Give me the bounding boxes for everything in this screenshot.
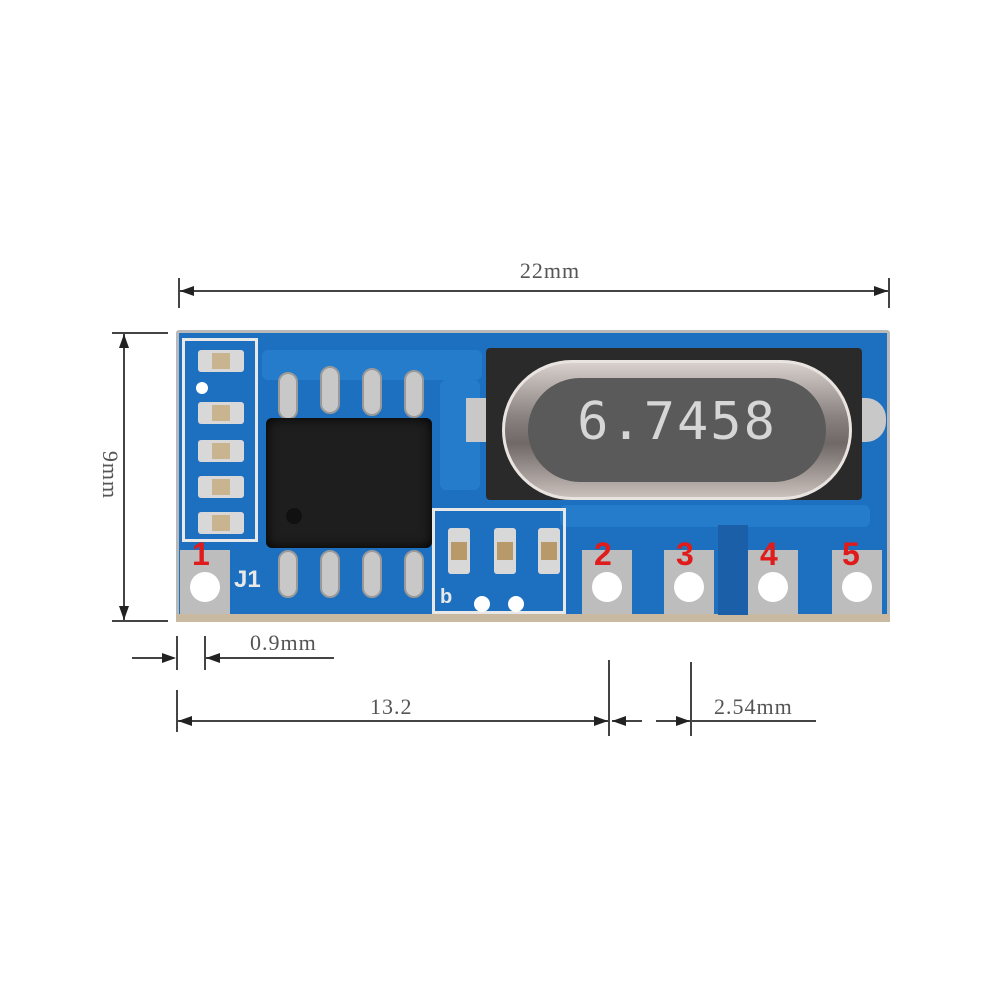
chip-pin xyxy=(362,368,382,416)
pin-hole xyxy=(190,572,220,602)
chip-pin xyxy=(320,366,340,414)
pin-pad-3 xyxy=(664,550,714,614)
pin-pad-1 xyxy=(180,550,230,614)
arrow-right-icon xyxy=(162,653,176,663)
span-label: 13.2 xyxy=(370,694,413,719)
offset-ext-right xyxy=(204,636,206,670)
via xyxy=(196,382,208,394)
smd-resistor xyxy=(198,402,244,424)
smd-resistor xyxy=(198,476,244,498)
silkscreen-b: b xyxy=(440,586,453,608)
pin-hole xyxy=(592,572,622,602)
arrow-right-icon xyxy=(676,716,690,726)
chip-pin xyxy=(404,370,424,418)
width-ext-right xyxy=(888,278,890,308)
silkscreen-outline xyxy=(182,338,258,542)
pin-hole xyxy=(674,572,704,602)
height-ext-top xyxy=(112,332,168,334)
ic-chip xyxy=(266,418,432,548)
span-dim-line xyxy=(178,720,608,722)
arrow-left-icon xyxy=(180,286,194,296)
offset-line-left xyxy=(132,657,174,659)
crystal-top xyxy=(528,378,826,482)
width-ext-left xyxy=(178,278,180,308)
pin-label-2: 2 xyxy=(594,536,612,572)
connector-label: J1 xyxy=(234,566,261,593)
pitch-line-right xyxy=(692,720,816,722)
pin-pad-5 xyxy=(832,550,882,614)
chip-pin1-marker xyxy=(286,508,302,524)
pitch-line-mid xyxy=(656,720,690,722)
pin-label-4: 4 xyxy=(760,536,778,572)
arrow-up-icon xyxy=(119,334,129,348)
width-dim-line xyxy=(180,290,888,292)
via xyxy=(508,596,524,612)
pcb-bottom-edge xyxy=(176,614,890,622)
height-label: 9mm xyxy=(98,450,123,500)
chip-pin xyxy=(320,550,340,598)
pin-label-3: 3 xyxy=(676,536,694,572)
pin-hole xyxy=(842,572,872,602)
pin-pad-2 xyxy=(582,550,632,614)
smd-capacitor xyxy=(538,528,560,574)
arrow-right-icon xyxy=(594,716,608,726)
crystal-marking: 6.7458 xyxy=(577,392,777,452)
offset-line-right xyxy=(206,657,334,659)
span-ext-right xyxy=(608,660,610,736)
via xyxy=(474,596,490,612)
span-ext-left xyxy=(176,690,178,732)
offset-label: 0.9mm xyxy=(250,630,317,655)
pitch-ext-right xyxy=(690,662,692,736)
smd-resistor xyxy=(198,512,244,534)
pin-label-5: 5 xyxy=(842,536,860,572)
pin-label-1: 1 xyxy=(192,536,210,572)
arrow-left-icon xyxy=(178,716,192,726)
pin-pad-4 xyxy=(748,550,798,614)
pitch-line-left xyxy=(612,720,642,722)
chip-pin xyxy=(278,372,298,420)
height-dim-line xyxy=(123,334,125,620)
chip-pin xyxy=(362,550,382,598)
pitch-label: 2.54mm xyxy=(714,694,793,719)
width-label: 22mm xyxy=(519,258,581,283)
arrow-left-icon xyxy=(612,716,626,726)
pcb-trace xyxy=(560,505,870,527)
smd-resistor xyxy=(198,440,244,462)
chip-pin xyxy=(278,550,298,598)
offset-ext-left xyxy=(176,636,178,670)
smd-capacitor xyxy=(448,528,470,574)
arrow-left-icon xyxy=(206,653,220,663)
chip-pin xyxy=(404,550,424,598)
height-ext-bottom xyxy=(112,620,168,622)
pcb-copper-pour xyxy=(718,525,748,615)
silkscreen-outline xyxy=(432,508,566,614)
smd-resistor xyxy=(198,350,244,372)
arrow-down-icon xyxy=(119,606,129,620)
smd-capacitor xyxy=(494,528,516,574)
arrow-right-icon xyxy=(874,286,888,296)
pin-hole xyxy=(758,572,788,602)
